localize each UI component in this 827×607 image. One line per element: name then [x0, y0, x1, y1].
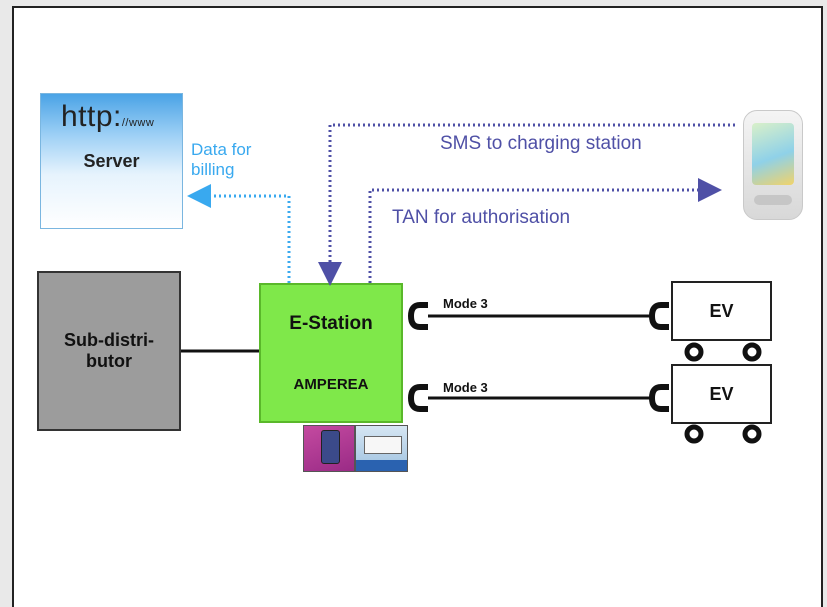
ev-label: EV	[709, 383, 734, 404]
mode-label-2: Mode 3	[443, 380, 488, 395]
server-icon: http://www Server	[40, 93, 183, 229]
mobile-phone-icon	[743, 110, 803, 220]
e-station-title: E-Station	[289, 313, 373, 334]
server-label: Server	[83, 151, 140, 171]
ev-label: EV	[709, 300, 734, 321]
ev-box-2: EV	[671, 364, 772, 424]
sub-distributor-label-line2: butor	[86, 351, 132, 371]
sms-arrow	[318, 123, 735, 286]
payment-card-icon	[355, 425, 408, 472]
plug-icon	[648, 384, 669, 412]
plug-icon	[648, 302, 669, 330]
tan-arrow	[368, 178, 722, 283]
e-station-subtitle: AMPEREA	[293, 376, 369, 393]
wheel-icon	[742, 424, 762, 444]
wheel-icon	[742, 342, 762, 362]
e-station-box: E-Station AMPEREA	[259, 283, 403, 423]
phone-screen	[752, 123, 794, 185]
ev-box-1: EV	[671, 281, 772, 341]
payment-card-icon	[303, 425, 355, 472]
wheel-icon	[684, 342, 704, 362]
sms-label: SMS to charging station	[440, 133, 642, 154]
plug-icon	[407, 302, 428, 330]
http-text: http://www	[61, 100, 155, 133]
mode-label-1: Mode 3	[443, 296, 488, 311]
sub-distributor-box: Sub-distri-butor	[37, 271, 181, 431]
sub-distributor-label-line1: Sub-distri-	[64, 330, 154, 351]
billing-arrow	[187, 184, 291, 283]
plug-icon	[407, 384, 428, 412]
tan-label: TAN for authorisation	[392, 207, 571, 228]
wheel-icon	[684, 424, 704, 444]
